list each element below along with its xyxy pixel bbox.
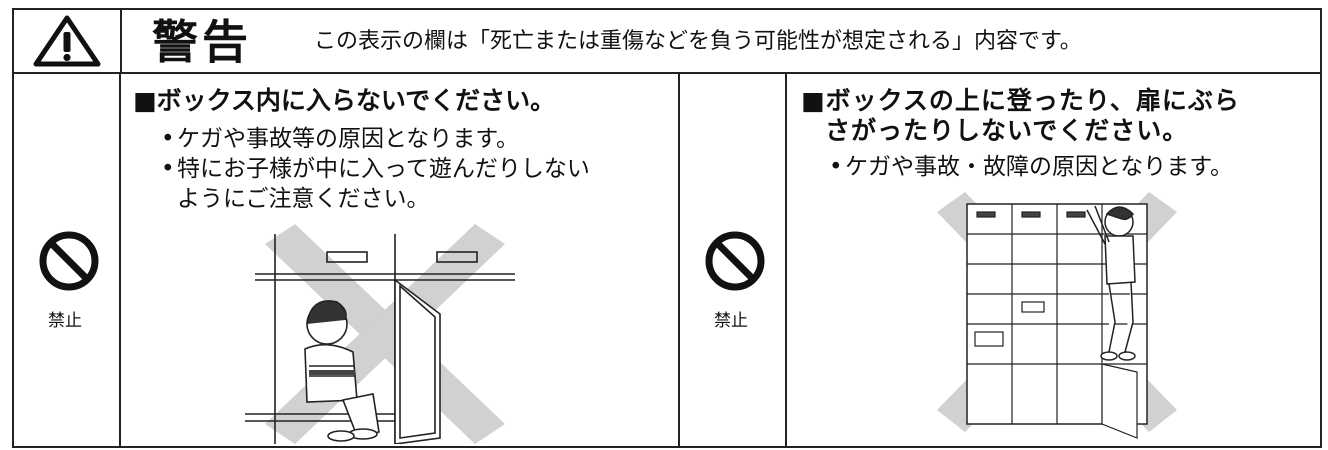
left-panel: ■ボックス内に入らないでください。 •ケガや事故等の原因となります。 •特にお子… (121, 74, 678, 446)
right-heading-line2: さがったりしないでください。 (825, 116, 1189, 145)
right-panel: ■ボックスの上に登ったり、扉にぶら さがったりしないでください。 •ケガや事故・… (787, 74, 1322, 446)
warning-triangle-icon (33, 15, 101, 67)
right-bullet-1: •ケガや事故・故障の原因となります。 (829, 154, 1234, 180)
left-bullet-2-cont: ようにご注意ください。 (177, 186, 430, 212)
child-climbing-illustration (937, 192, 1177, 439)
warning-sheet: 警告 この表示の欄は「死亡または重傷などを負う可能性が想定される」内容です。 禁… (12, 8, 1322, 448)
prohibited-label: 禁止 (714, 311, 748, 331)
prohibition-icon (705, 231, 765, 291)
left-heading: ■ボックス内に入らないでください。 (133, 86, 556, 115)
warning-title: 警告 (152, 15, 252, 69)
child-in-box-illustration (245, 224, 515, 444)
right-heading-line1: ■ボックスの上に登ったり、扉にぶら (801, 86, 1240, 115)
left-symbol-cell: 禁止 (14, 74, 121, 446)
right-symbol-cell: 禁止 (680, 74, 787, 446)
warning-body: 禁止 ■ボックス内に入らないでください。 •ケガや事故等の原因となります。 •特… (14, 74, 1320, 446)
prohibition-icon (39, 231, 99, 291)
prohibited-label: 禁止 (48, 311, 82, 331)
panel-divider (678, 74, 680, 446)
warning-icon-cell (14, 10, 122, 72)
left-bullet-2: •特にお子様が中に入って遊んだりしない (161, 156, 590, 182)
left-bullet-1: •ケガや事故等の原因となります。 (161, 126, 520, 152)
warning-note: この表示の欄は「死亡または重傷などを負う可能性が想定される」内容です。 (314, 29, 1082, 54)
warning-header: 警告 この表示の欄は「死亡または重傷などを負う可能性が想定される」内容です。 (14, 10, 1320, 74)
